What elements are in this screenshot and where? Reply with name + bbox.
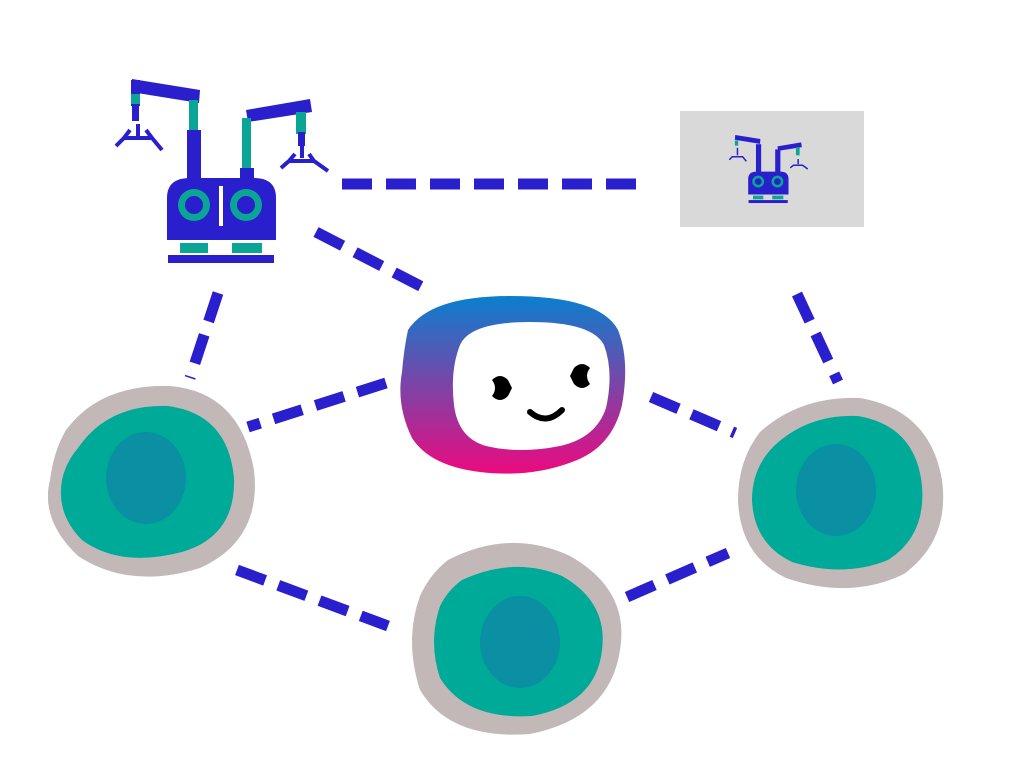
robotic-arms-icon: [114, 79, 330, 263]
mascot-right-eye: [570, 364, 590, 388]
edge-robot-cell-left: [184, 291, 224, 380]
connectors: [184, 178, 843, 632]
edge-mascot-cell-left: [246, 377, 388, 433]
edge-cell-left-cell-bottom: [235, 564, 390, 632]
mascot-face: [452, 322, 610, 450]
mascot-left-eye: [492, 376, 512, 400]
edge-robot-mascot: [313, 227, 431, 295]
small-robot-icon: [728, 134, 809, 204]
mascot-smile: [527, 407, 565, 422]
edge-mascot-cell-right: [648, 391, 738, 439]
monitor-robot-icon: [680, 111, 864, 227]
smiling-mascot-icon: [400, 296, 626, 474]
cell-icon: [47, 385, 255, 577]
monitor-screen: [680, 111, 864, 227]
cell-icon: [738, 397, 944, 589]
edge-cell-bottom-cell-right: [624, 547, 731, 603]
cell-icon: [412, 542, 622, 735]
edge-monitor-cell-right: [792, 291, 843, 385]
